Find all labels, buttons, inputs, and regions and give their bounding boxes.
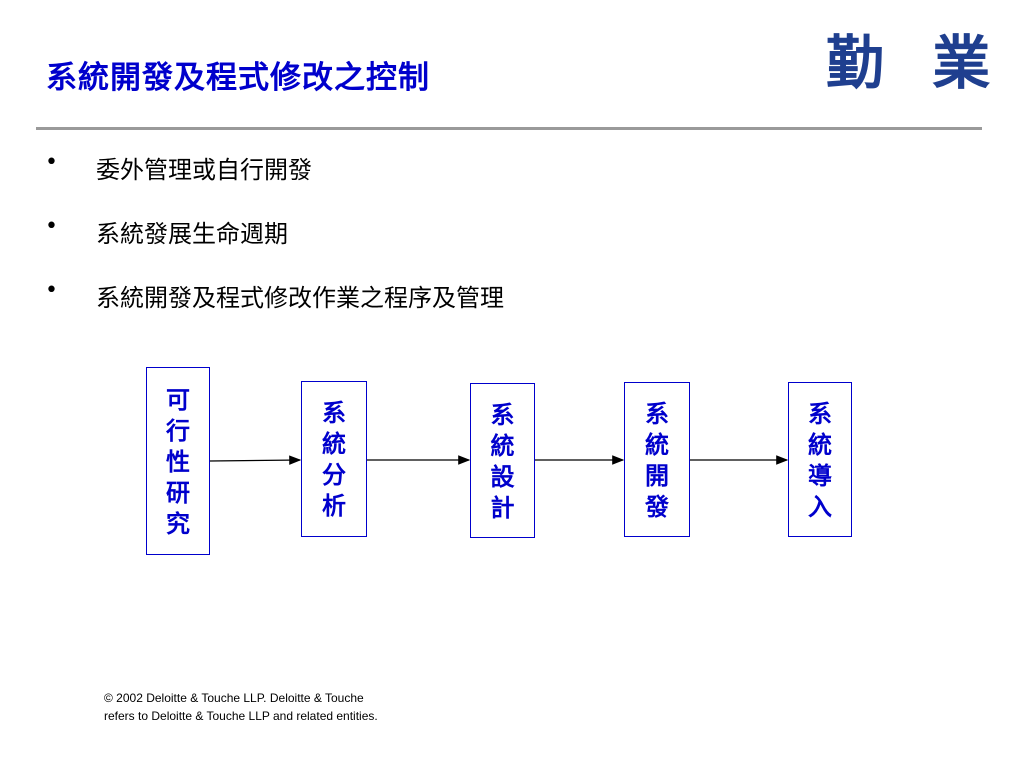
stage-char: 統 bbox=[808, 429, 832, 459]
stage-char: 系 bbox=[490, 399, 515, 429]
stage-char: 開 bbox=[645, 460, 669, 490]
stage-char: 研 bbox=[166, 477, 190, 507]
stage-char: 分 bbox=[322, 460, 346, 489]
bullet-marker: • bbox=[45, 278, 58, 303]
stage-char: 性 bbox=[166, 446, 190, 476]
bullet-text: 系統開發及程式修改作業之程序及管理 bbox=[96, 284, 504, 312]
stage-system-implementation: 系 統 導 入 bbox=[788, 382, 852, 537]
bullet-marker: • bbox=[45, 214, 58, 239]
flow-arrow bbox=[209, 455, 302, 465]
stage-char: 統 bbox=[645, 429, 669, 459]
stage-feasibility-study: 可 行 性 研 究 bbox=[146, 367, 210, 555]
stage-char: 究 bbox=[166, 508, 190, 538]
bullet-text: 系統發展生命週期 bbox=[96, 220, 288, 248]
stage-system-analysis: 系 統 分 析 bbox=[301, 381, 367, 537]
stage-char: 統 bbox=[490, 430, 515, 460]
footer-line: refers to Deloitte & Touche LLP and rela… bbox=[104, 709, 378, 723]
company-logo: 勤 業 bbox=[826, 29, 1005, 97]
stage-char: 導 bbox=[808, 460, 832, 490]
stage-char: 設 bbox=[490, 461, 515, 491]
stage-char: 計 bbox=[490, 492, 515, 522]
stage-char: 行 bbox=[166, 415, 190, 445]
stage-char: 入 bbox=[808, 491, 832, 521]
slide-title: 系統開發及程式修改之控制 bbox=[46, 60, 430, 96]
stage-char: 發 bbox=[645, 491, 669, 521]
stage-char: 系 bbox=[808, 398, 832, 428]
footer-line: © 2002 Deloitte & Touche LLP. Deloitte &… bbox=[104, 691, 364, 705]
copyright-footer: © 2002 Deloitte & Touche LLP. Deloitte &… bbox=[104, 689, 378, 725]
stage-char: 析 bbox=[322, 491, 346, 520]
stage-system-development: 系 統 開 發 bbox=[624, 382, 690, 537]
bullet-marker: • bbox=[45, 150, 58, 175]
bullet-text: 委外管理或自行開發 bbox=[96, 156, 312, 184]
stage-char: 可 bbox=[166, 384, 190, 414]
title-divider bbox=[36, 127, 982, 130]
stage-system-design: 系 統 設 計 bbox=[470, 383, 535, 538]
stage-char: 系 bbox=[645, 398, 669, 428]
stage-char: 系 bbox=[322, 398, 346, 427]
stage-char: 統 bbox=[322, 429, 346, 458]
